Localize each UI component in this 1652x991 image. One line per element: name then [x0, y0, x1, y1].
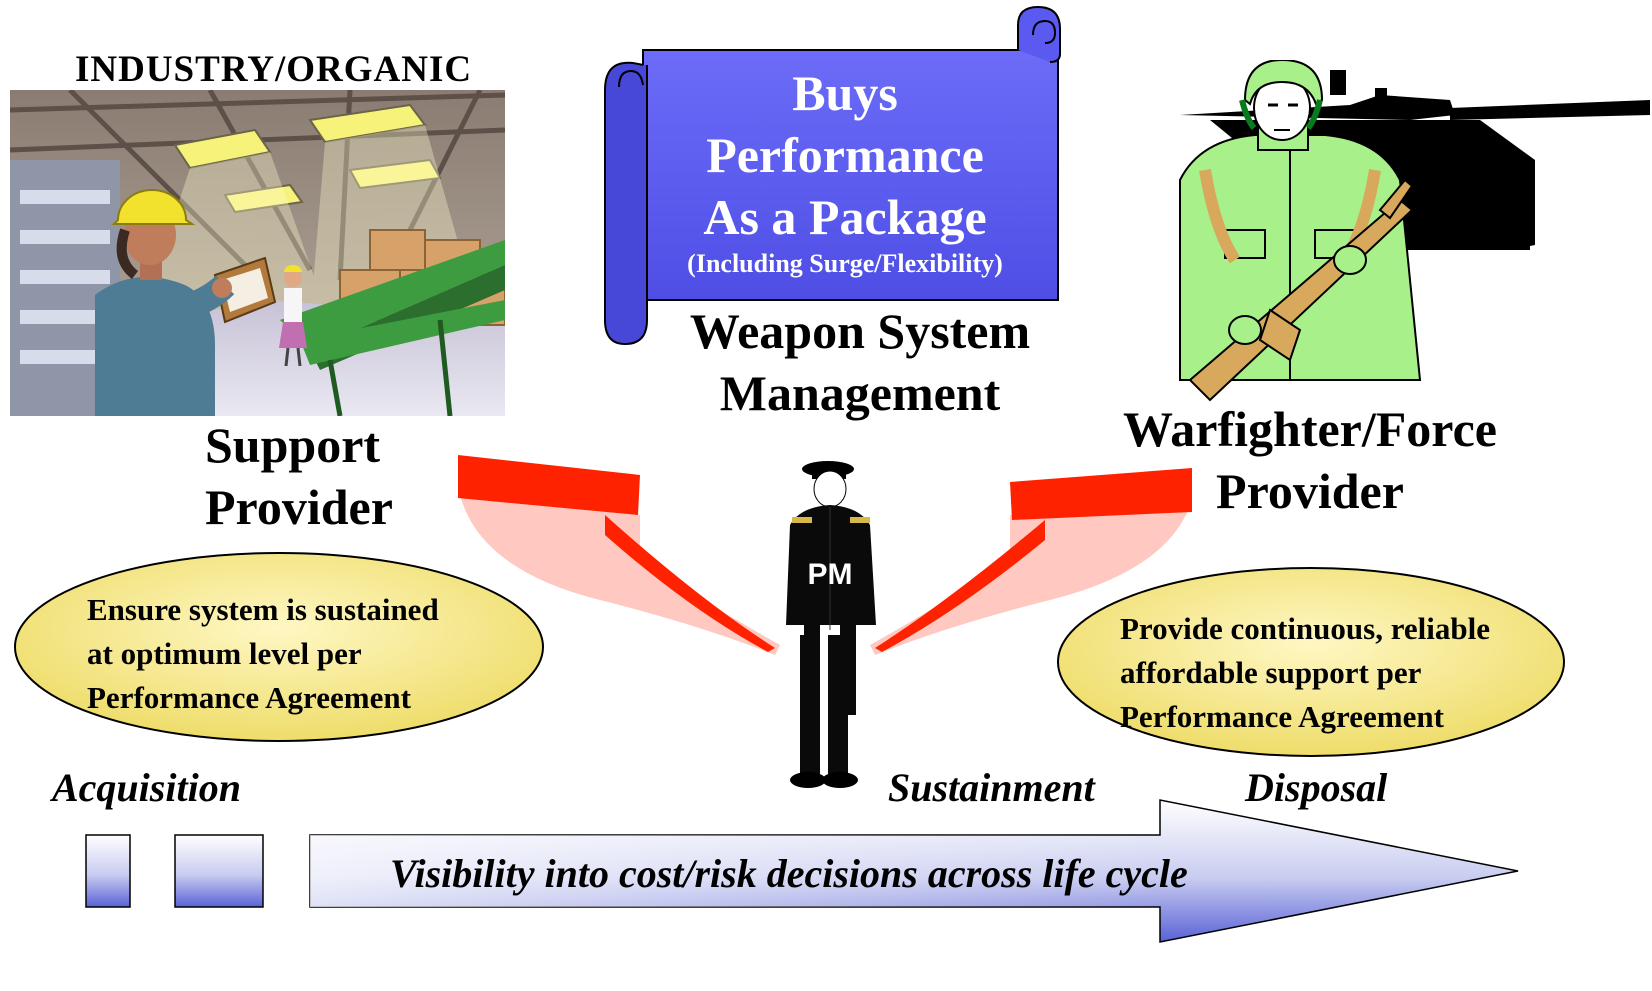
- scroll-line-surge: (Including Surge/Flexibility): [687, 249, 1003, 278]
- left-arrow-shadow: [460, 495, 780, 655]
- converging-arrows: [458, 455, 1192, 655]
- support-provider-label-line1: Support: [205, 417, 381, 473]
- lifecycle-arrow: [85, 799, 1519, 943]
- warfighter-oval-line1: Provide continuous, reliable: [1120, 611, 1491, 646]
- warfighter-oval-line3: Performance Agreement: [1120, 699, 1444, 734]
- wsm-line2: Management: [719, 365, 1001, 421]
- phase-sustainment: Sustainment: [888, 765, 1095, 810]
- warfighter-oval: Provide continuous, reliable affordable …: [1055, 565, 1567, 760]
- weapon-system-management-label: Weapon System Management: [660, 300, 1060, 424]
- support-provider-oval: Ensure system is sustained at optimum le…: [12, 550, 547, 745]
- pm-badge: PM: [807, 558, 853, 591]
- support-provider-label: Support Provider: [205, 414, 420, 538]
- scroll-text: Buys Performance As a Package (Including…: [655, 62, 1035, 280]
- support-oval-text: Ensure system is sustained at optimum le…: [87, 588, 527, 720]
- performance-scroll: [604, 5, 1061, 346]
- phase-disposal: Disposal: [1245, 765, 1388, 810]
- warfighter-oval-shape: [1057, 567, 1565, 757]
- support-oval-line3: Performance Agreement: [87, 680, 411, 715]
- lifecycle-block-1: [85, 834, 131, 908]
- scroll-line-package: As a Package: [703, 189, 987, 245]
- pm-figure: [786, 461, 876, 788]
- lifecycle-arrow-text: Visibility into cost/risk decisions acro…: [390, 851, 1188, 896]
- support-oval-line1: Ensure system is sustained: [87, 592, 439, 627]
- warfighter-label-line1: Warfighter/Force: [1123, 401, 1497, 457]
- wsm-line1: Weapon System: [689, 303, 1031, 359]
- factory-worker-illustration: [10, 90, 505, 416]
- industry-organic-heading: INDUSTRY/ORGANIC: [75, 49, 473, 90]
- warfighter-oval-text: Provide continuous, reliable affordable …: [1120, 607, 1560, 739]
- left-arrow-tail: [605, 515, 775, 652]
- scroll-line-buys: Buys: [792, 65, 898, 121]
- soldier-tank-illustration: [1179, 60, 1650, 402]
- right-arrow-band: [1010, 468, 1192, 520]
- support-provider-label-line2: Provider: [205, 479, 393, 535]
- right-arrow-tail: [875, 520, 1045, 652]
- warfighter-oval-line2: affordable support per: [1120, 655, 1422, 690]
- support-oval-shape: [14, 552, 544, 742]
- scroll-line-performance: Performance: [706, 127, 984, 183]
- phase-acquisition: Acquisition: [52, 765, 241, 810]
- warfighter-label-line2: Provider: [1216, 463, 1404, 519]
- right-arrow-shadow: [870, 500, 1192, 655]
- lifecycle-block-2: [174, 834, 264, 908]
- support-oval-line2: at optimum level per: [87, 636, 362, 671]
- warfighter-provider-label: Warfighter/Force Provider: [1100, 398, 1520, 522]
- left-arrow-band: [458, 455, 640, 515]
